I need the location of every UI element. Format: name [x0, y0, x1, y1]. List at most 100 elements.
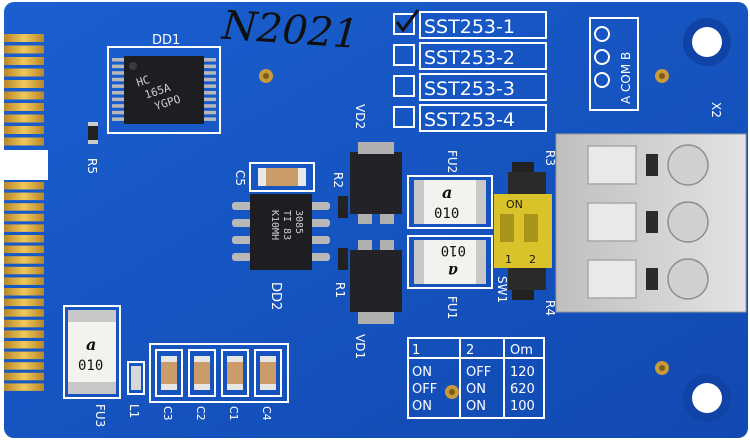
wire-entry [667, 144, 709, 186]
fuse-fu3: a 010 FU3 [63, 305, 121, 427]
ic-pin [232, 219, 252, 227]
mounting-hole-bottom [683, 374, 731, 422]
ic-pin [112, 97, 126, 102]
gold-finger [4, 68, 44, 77]
dd2-marking-3: K10MH [269, 210, 280, 240]
terminal-lever [587, 259, 637, 299]
gold-finger [4, 235, 44, 243]
label-c5: C5 [233, 170, 247, 186]
wire-entry [667, 258, 709, 300]
table-header: Om [510, 343, 533, 358]
table-cell: ON [466, 399, 486, 414]
table-cell: OFF [412, 382, 437, 397]
ic-pin [310, 219, 330, 227]
ic-pin [310, 236, 330, 244]
gold-finger [4, 114, 44, 123]
checklist-label: SST253-1 [424, 16, 515, 38]
capacitor-c2 [194, 356, 210, 390]
diode-vd2: VD2 [350, 104, 402, 224]
gold-finger [4, 319, 44, 328]
gold-finger [4, 245, 44, 254]
handwritten-mark: N2021 [220, 3, 361, 59]
terminal-block-x2: X2 [555, 102, 747, 313]
ic-pin [112, 117, 126, 121]
capacitor-outline [254, 349, 282, 397]
label-c4: C4 [260, 406, 273, 421]
table-cell: ON [412, 365, 432, 380]
checklist-label-box [419, 11, 547, 39]
gold-finger [4, 351, 44, 360]
table-header: 2 [466, 343, 474, 358]
label-x2: X2 [709, 102, 723, 118]
label-sw1: SW1 [495, 276, 509, 303]
label-c1: C1 [227, 406, 240, 421]
ic-pin [112, 91, 126, 95]
gold-finger [4, 203, 44, 211]
gold-finger [4, 277, 44, 285]
ic-pin [202, 71, 216, 75]
connector-pin-block: A COM B [589, 17, 639, 111]
table-header: 1 [412, 343, 420, 358]
gold-finger [4, 103, 44, 111]
ic-pin [202, 117, 216, 121]
ic-pin [202, 58, 216, 62]
gold-finger [4, 341, 44, 349]
ic-pin [202, 84, 216, 88]
capacitor-terminal [227, 356, 243, 362]
gold-finger [4, 372, 44, 381]
ic-pin [112, 58, 126, 62]
label-dd2: DD2 [268, 282, 283, 310]
table-cell: OFF [466, 365, 491, 380]
pin-label: A COM B [619, 52, 633, 104]
inductor-l1: L1 [127, 361, 145, 418]
checklist-label: SST253-3 [424, 78, 515, 100]
dip-pos-1: 1 [505, 253, 512, 266]
fu1-marking-2: 010 [441, 242, 466, 258]
wire-entry [667, 201, 709, 243]
checklist-label: SST253-2 [424, 47, 515, 69]
label-fu1: FU1 [445, 296, 459, 319]
label-vd1: VD1 [353, 334, 367, 359]
capacitor-c5: C5 [233, 162, 315, 192]
table-cell: ON [466, 382, 486, 397]
checklist-label: SST253-4 [424, 109, 515, 131]
edge-notch [0, 150, 48, 180]
gold-finger [4, 362, 44, 370]
ic-pin [112, 110, 126, 115]
resistor-r1: R1 [333, 248, 348, 298]
label-r2: R2 [331, 172, 345, 188]
via-pads [259, 69, 669, 399]
fu1-marking-1: a [448, 262, 458, 281]
chip-dd2: 3085 TI 83 K10MH DD2 [232, 194, 330, 310]
resistor-r3: R3 [512, 150, 557, 172]
fuse-fu2: a 010 FU2 [407, 150, 493, 229]
dip-on-label: ON [506, 198, 523, 211]
resistor-r4: R4 [512, 290, 557, 316]
dip-switch-sw1: ON 1 2 SW1 [494, 172, 552, 303]
checklist-row: SST253-3 [393, 73, 547, 101]
ic-pin [202, 97, 216, 102]
ic-pin [112, 104, 126, 108]
capacitor-outline [221, 349, 249, 397]
capacitor-outline [188, 349, 216, 397]
label-c2: C2 [194, 406, 207, 421]
terminal-lever [587, 145, 637, 185]
fu2-marking-1: a [442, 183, 452, 202]
table-cell: 100 [510, 399, 535, 414]
table-cell: 620 [510, 382, 535, 397]
label-dd1: DD1 [152, 33, 180, 48]
gold-finger [4, 213, 44, 222]
edge-connector-upper [4, 34, 44, 146]
dd2-marking-2: TI 83 [281, 210, 292, 240]
ic-pin [232, 202, 252, 210]
ic-pin [232, 253, 252, 261]
gold-finger [4, 288, 44, 296]
gold-finger [4, 309, 44, 317]
label-r1: R1 [333, 282, 347, 298]
check-mark-icon [395, 9, 420, 33]
gold-finger [4, 45, 44, 54]
table-cell: 120 [510, 365, 535, 380]
